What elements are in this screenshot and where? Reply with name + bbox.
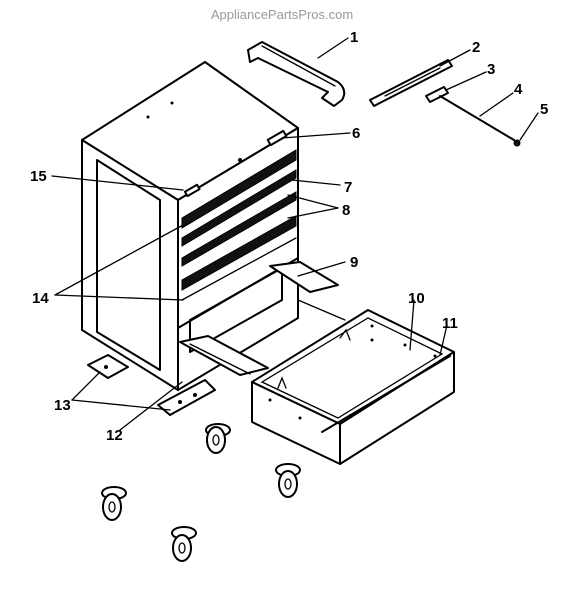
drawer-2 [181,169,297,247]
tool-cabinet [81,61,346,416]
rod [439,95,515,141]
caster-1 [205,423,231,454]
cabinet-side-panel [96,159,161,371]
leader-lines [51,37,539,431]
hinge-strip [369,59,453,107]
callout-9: 9 [350,254,358,271]
callout-labels: 1 2 3 4 5 6 7 8 9 10 11 12 13 14 15 [30,29,548,444]
nut [513,139,521,147]
bracket-plate-left [87,354,129,379]
handle [247,41,346,107]
callout-15: 15 [30,168,47,185]
caster-3 [101,486,127,521]
callout-12: 12 [106,427,123,444]
callout-2: 2 [472,39,480,56]
callout-7: 7 [344,179,352,196]
bracket-plate-front [157,379,216,416]
caster-4 [171,526,197,562]
drawer-1 [181,149,297,229]
drawer-4 [181,215,297,291]
lid-stay [425,86,449,103]
callout-8: 8 [342,202,350,219]
callout-1: 1 [350,29,358,46]
caster-2 [275,463,301,498]
callout-13: 13 [54,397,71,414]
drawer-3 [181,191,297,267]
callout-6: 6 [352,125,360,142]
drawer-slides [179,261,339,376]
callout-11: 11 [442,315,458,332]
callout-4: 4 [514,81,523,98]
callout-5: 5 [540,101,548,118]
open-drawer [251,309,455,465]
callout-3: 3 [487,61,495,78]
callout-10: 10 [408,290,425,307]
callout-14: 14 [32,290,49,307]
watermark-text: AppliancePartsPros.com [211,7,353,22]
